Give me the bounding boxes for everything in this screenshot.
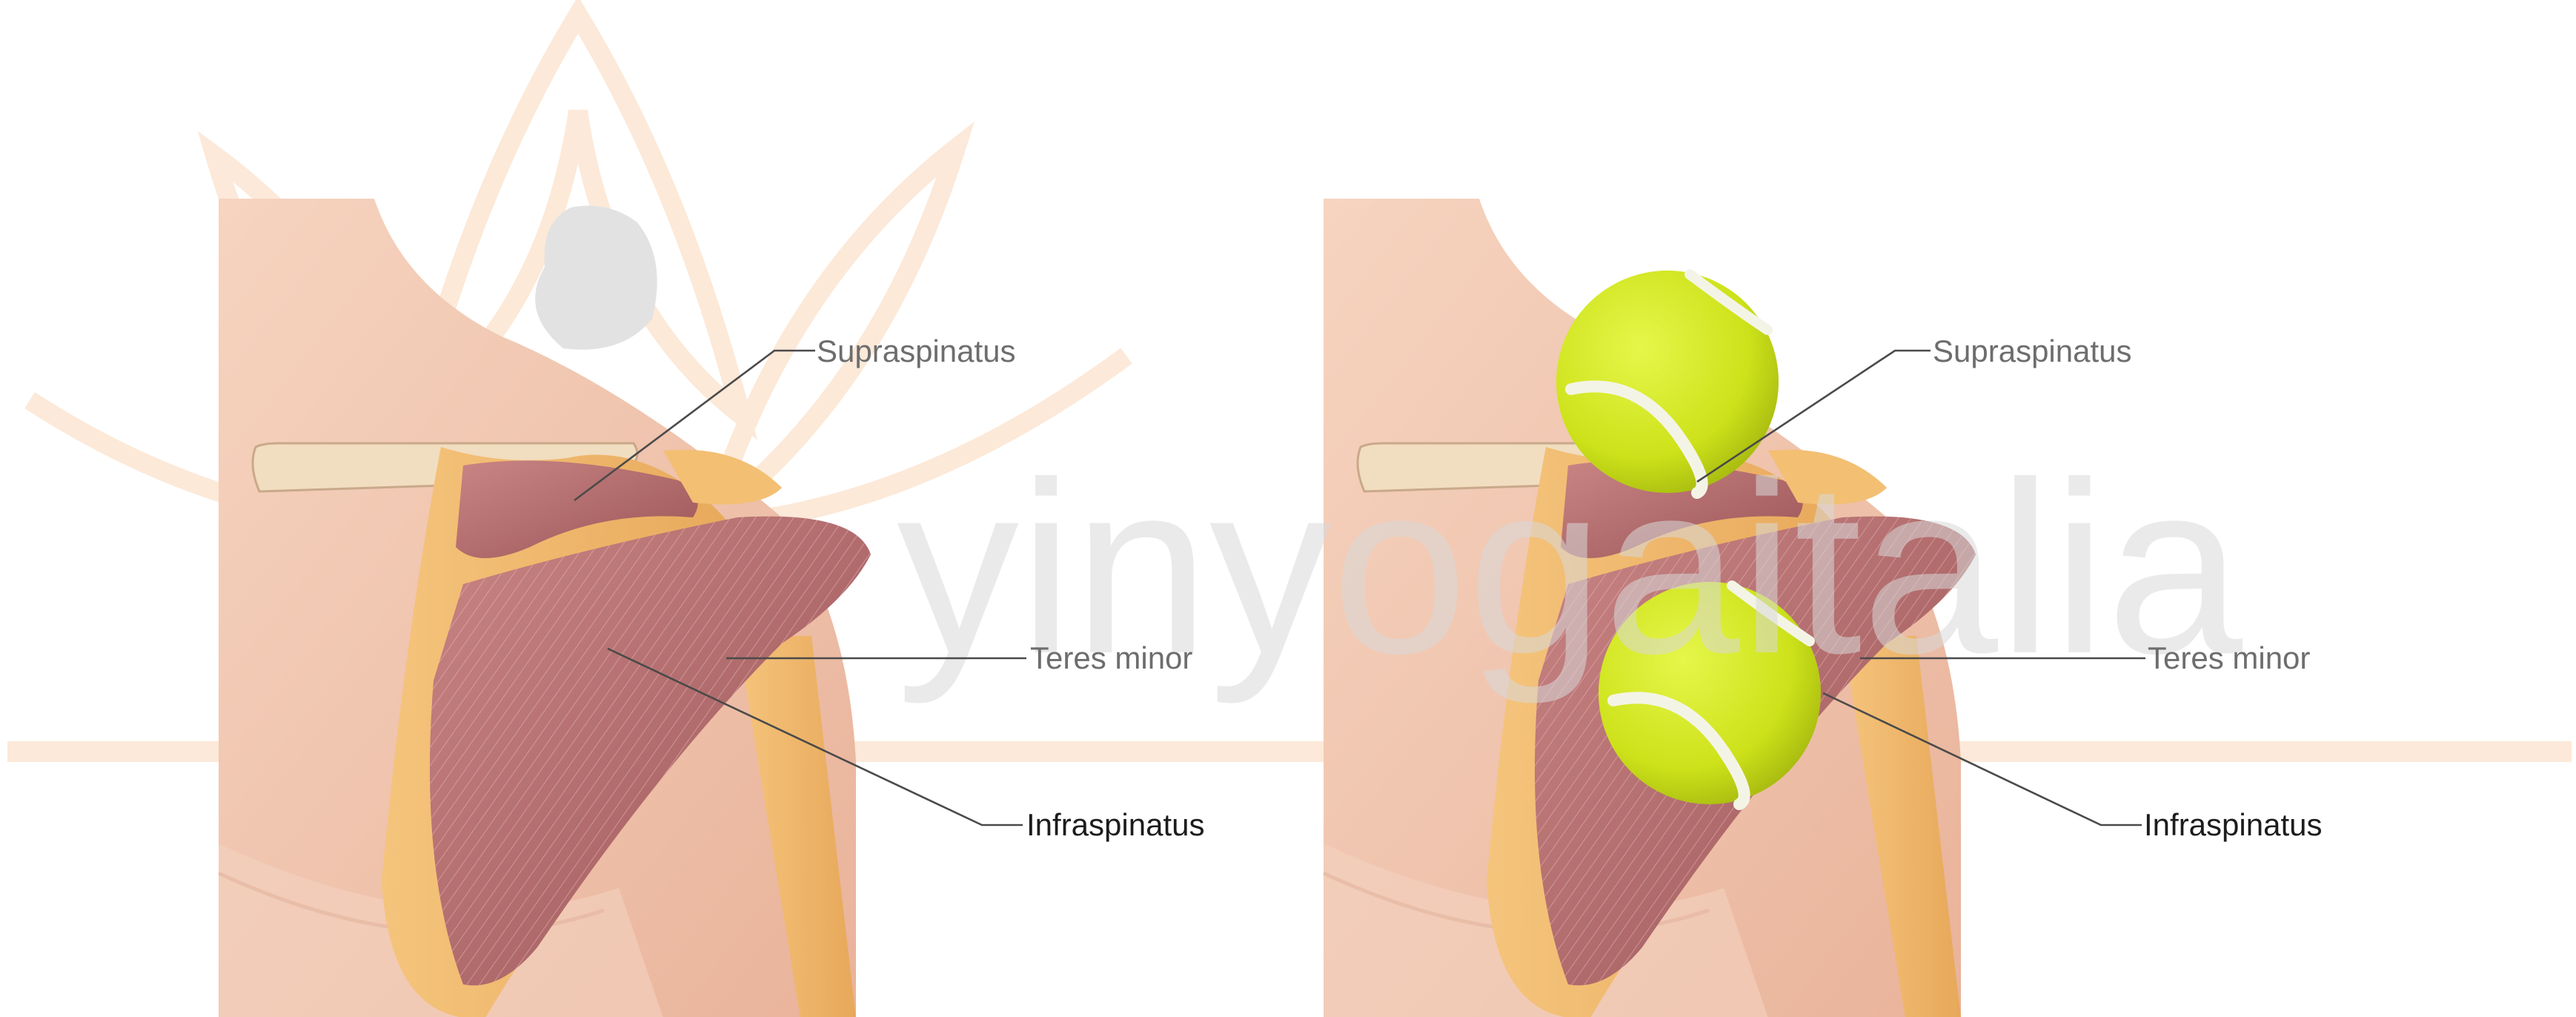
label-teres-minor-left: Teres minor [1030,640,1192,675]
label-infraspinatus-right: Infraspinatus [2144,807,2322,842]
label-supraspinatus-right: Supraspinatus [1933,334,2132,368]
label-infraspinatus-left: Infraspinatus [1026,807,1204,842]
label-teres-minor-right: Teres minor [2148,640,2310,675]
label-supraspinatus-left: Supraspinatus [817,334,1016,368]
